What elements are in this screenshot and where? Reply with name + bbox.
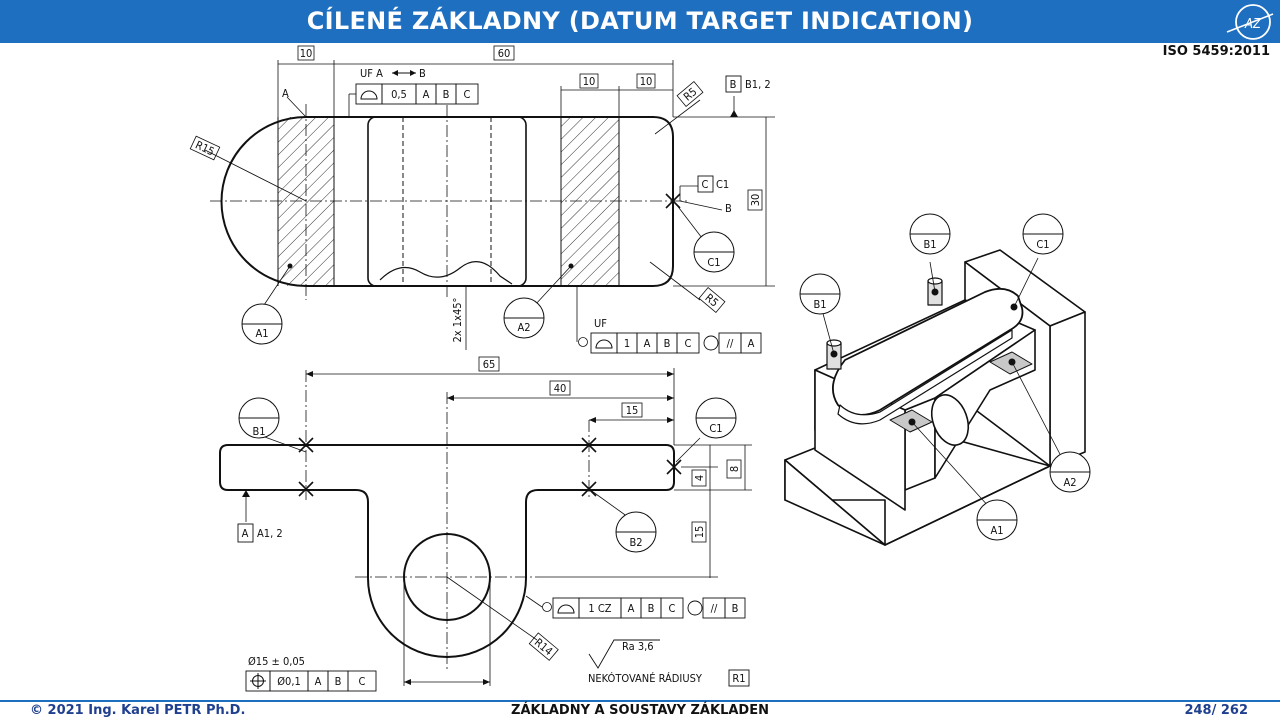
svg-text:B2: B2 <box>629 536 642 549</box>
page-title: CÍLENÉ ZÁKLADNY (DATUM TARGET INDICATION… <box>306 7 974 35</box>
radius-note-ref: R1 <box>732 672 745 685</box>
svg-text:C1: C1 <box>707 256 720 269</box>
svg-text:C: C <box>685 337 692 350</box>
fcf-position: Ø0,1 A B C <box>245 670 377 692</box>
radius-r15: R15 <box>193 138 216 158</box>
svg-text:A1: A1 <box>255 327 268 340</box>
dim-65: 65 <box>483 358 496 371</box>
svg-text:C: C <box>669 602 676 615</box>
datum-c-target: C1 <box>716 178 729 191</box>
uf-bottom-label: UF <box>594 317 607 330</box>
svg-text:C1: C1 <box>1036 238 1049 251</box>
footer-copyright: © 2021 Ing. Karel PETR Ph.D. <box>30 703 246 718</box>
target-c1-top: C1 <box>693 231 735 273</box>
svg-text:B: B <box>335 675 342 688</box>
diameter-tolerance: Ø15 ± 0,05 <box>248 655 305 668</box>
svg-text:B1: B1 <box>813 298 826 311</box>
fcf-top-tol: 0,5 <box>391 88 407 101</box>
svg-text:Ø0,1: Ø0,1 <box>277 675 301 688</box>
svg-text:A: A <box>748 337 755 350</box>
svg-text://: // <box>727 337 734 350</box>
svg-text:B1: B1 <box>923 238 936 251</box>
svg-text:C: C <box>359 675 366 688</box>
roughness-value: Ra 3,6 <box>622 640 654 653</box>
fcf-top: 0,5 A B C <box>355 83 479 105</box>
dim-15-right: 15 <box>693 526 706 539</box>
svg-text:B: B <box>732 602 739 615</box>
fcf-bottom: 1 A B C // A <box>590 332 762 354</box>
dim-10-b: 10 <box>640 75 653 88</box>
isometric-annotations <box>821 257 1063 509</box>
svg-text:A: A <box>315 675 322 688</box>
az-logo-icon: AZ <box>1226 4 1274 40</box>
dim-8: 8 <box>728 466 741 472</box>
fcf-profile: 1 CZ A B C // B <box>552 597 746 619</box>
svg-text:A: A <box>628 602 635 615</box>
header-bar <box>0 0 1280 43</box>
datum-b-targets: B1, 2 <box>745 78 771 91</box>
target-b1-front: B1 <box>238 397 280 439</box>
uf-top-b: B <box>419 67 426 80</box>
standard-label: ISO 5459:2011 <box>1162 44 1270 59</box>
logo-text: AZ <box>1244 17 1262 32</box>
svg-text:C1: C1 <box>709 422 722 435</box>
dim-4: 4 <box>693 475 706 481</box>
top-view <box>204 60 775 350</box>
svg-text:B1: B1 <box>252 425 265 438</box>
iso-target-a2: A2 <box>1049 451 1091 493</box>
footer-bar: © 2021 Ing. Karel PETR Ph.D. ZÁKLADNY A … <box>0 700 1280 720</box>
datum-c-box: C <box>702 178 709 191</box>
svg-text:1 CZ: 1 CZ <box>588 602 611 615</box>
iso-target-b1-left: B1 <box>799 273 841 315</box>
top-view-outline <box>220 116 674 287</box>
radius-r5-top: R5 <box>681 85 699 103</box>
fcf-top-a: A <box>423 88 430 101</box>
uf-top-label: UF A <box>360 67 383 80</box>
datum-b-box: B <box>730 78 737 91</box>
iso-target-b1-top: B1 <box>909 213 951 255</box>
dim-10-left: 10 <box>300 47 313 60</box>
target-a2: A2 <box>503 297 545 339</box>
dim-40: 40 <box>554 382 567 395</box>
iso-target-c1: C1 <box>1022 213 1064 255</box>
datum-a-targets: A1, 2 <box>257 527 283 540</box>
datum-a-box: A <box>242 527 249 540</box>
isometric-targets: B1 B1 C1 A1 A2 <box>799 213 1091 541</box>
target-a1: A1 <box>241 303 283 345</box>
dim-15-top: 15 <box>626 404 639 417</box>
radius-note: NEKÓTOVANÉ RÁDIUSY <box>588 672 703 685</box>
dim-60: 60 <box>498 47 511 60</box>
radius-r5-bottom: R5 <box>702 291 720 309</box>
iso-target-a1: A1 <box>976 499 1018 541</box>
footer-section: ZÁKLADNY A SOUSTAVY ZÁKLADEN <box>511 703 769 718</box>
target-c1-front: C1 <box>695 397 737 439</box>
svg-text:A2: A2 <box>1063 476 1076 489</box>
front-view <box>219 368 752 686</box>
svg-text://: // <box>711 602 718 615</box>
fcf-top-b: B <box>443 88 450 101</box>
dim-30: 30 <box>749 194 762 207</box>
svg-text:A2: A2 <box>517 321 530 334</box>
svg-text:A1: A1 <box>990 524 1003 537</box>
svg-text:A: A <box>644 337 651 350</box>
chamfer-note: 2x 1x45° <box>451 298 464 343</box>
top-view-annotations: 10 60 10 10 30 R15 R5 R5 2x 1x45° A B UF… <box>189 45 771 354</box>
svg-text:1: 1 <box>624 337 630 350</box>
isometric-view <box>784 249 1086 546</box>
label-a: A <box>282 87 289 100</box>
iso-plate <box>831 287 1024 416</box>
hatch-zone-a2 <box>561 117 619 286</box>
dim-10-a: 10 <box>583 75 596 88</box>
front-view-annotations: 65 40 15 8 4 15 R14 A A1, 2 B1 B2 <box>237 356 750 692</box>
footer-page-number: 248/ 262 <box>1184 703 1248 718</box>
label-b: B <box>725 202 732 215</box>
fcf-top-c: C <box>464 88 471 101</box>
svg-text:B: B <box>664 337 671 350</box>
svg-text:B: B <box>648 602 655 615</box>
iso-hole <box>930 394 970 446</box>
front-view-outline <box>219 444 675 658</box>
target-b2-front: B2 <box>615 511 657 553</box>
